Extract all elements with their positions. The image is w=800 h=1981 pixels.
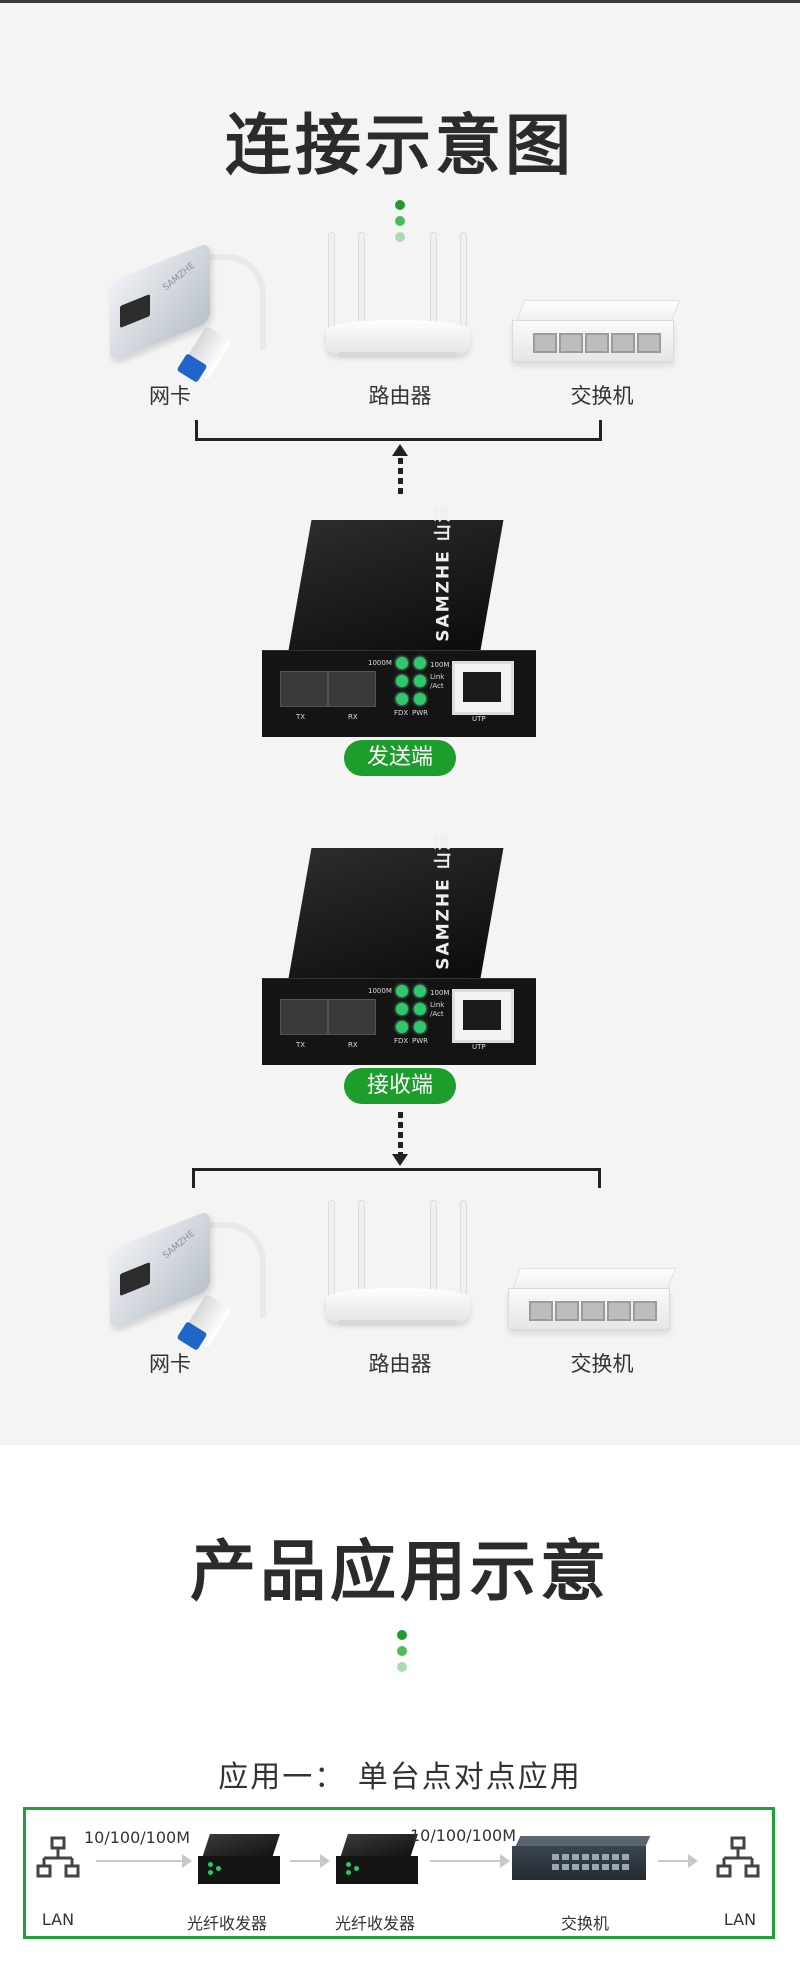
receiver-badge: 接收端 [344,1068,456,1104]
switch-icon [512,1836,652,1886]
bracket-line [598,1168,601,1188]
lan-left-label: LAN [41,1910,75,1929]
sender-brand: SAMZHE 山泽 [433,503,454,642]
arrow-right-icon [182,1854,192,1868]
application-one-title: 应用一： 单台点对点应用 [218,1760,582,1795]
title-dots-decoration [395,1630,409,1678]
dashed-connector [398,458,403,498]
label-router-bottom: 路由器 [368,1352,432,1376]
bracket-line [195,420,198,440]
dashed-connector [398,1112,403,1156]
arrow-right-icon [320,1854,330,1868]
speed-label-right: 10/100/100M [410,1826,517,1845]
arrow-line [658,1860,688,1862]
label-switch-top: 交换机 [570,384,634,408]
router-icon [318,232,478,382]
label-network-card-bottom: 网卡 [149,1352,191,1376]
receiver-brand: SAMZHE 山泽 [433,831,454,970]
label-router-top: 路由器 [368,384,432,408]
transceiver-icon [198,1834,288,1888]
transceiver-label-2: 光纤收发器 [334,1914,415,1933]
application-title: 产品应用示意 [190,1533,610,1610]
transceiver-icon [336,1834,426,1888]
bracket-line [599,420,602,440]
lan-right-label: LAN [723,1910,757,1929]
switch-icon [512,300,682,370]
transceiver-label-1: 光纤收发器 [186,1914,267,1933]
arrow-line [96,1860,182,1862]
bracket-line [192,1168,195,1188]
arrow-right-icon [500,1854,510,1868]
network-card-icon: SAMZHE [100,1209,270,1351]
network-card-icon: SAMZHE [100,241,270,383]
arrow-up-icon [392,444,408,456]
sender-transceiver-icon: SAMZHE 山泽 TX RX 1000M 100M Link /Act FDX… [262,503,542,740]
arrow-line [430,1860,500,1862]
bracket-line [195,438,602,441]
title-dots-decoration [393,200,407,248]
switch-icon [508,1268,678,1338]
sender-badge: 发送端 [344,740,456,776]
arrow-down-icon [392,1154,408,1166]
router-icon [318,1200,478,1350]
lan-icon [36,1836,80,1878]
top-bar [0,0,800,3]
receiver-transceiver-icon: SAMZHE 山泽 TX RX 1000M 100M Link /Act FDX… [262,831,542,1068]
lan-icon [716,1836,760,1878]
bracket-line [192,1168,601,1171]
label-switch-bottom: 交换机 [570,1352,634,1376]
switch-label: 交换机 [560,1914,609,1933]
arrow-right-icon [688,1854,698,1868]
speed-label-left: 10/100/100M [84,1828,191,1847]
label-network-card-top: 网卡 [149,384,191,408]
arrow-line [290,1860,320,1862]
connection-diagram-title: 连接示意图 [225,107,575,184]
